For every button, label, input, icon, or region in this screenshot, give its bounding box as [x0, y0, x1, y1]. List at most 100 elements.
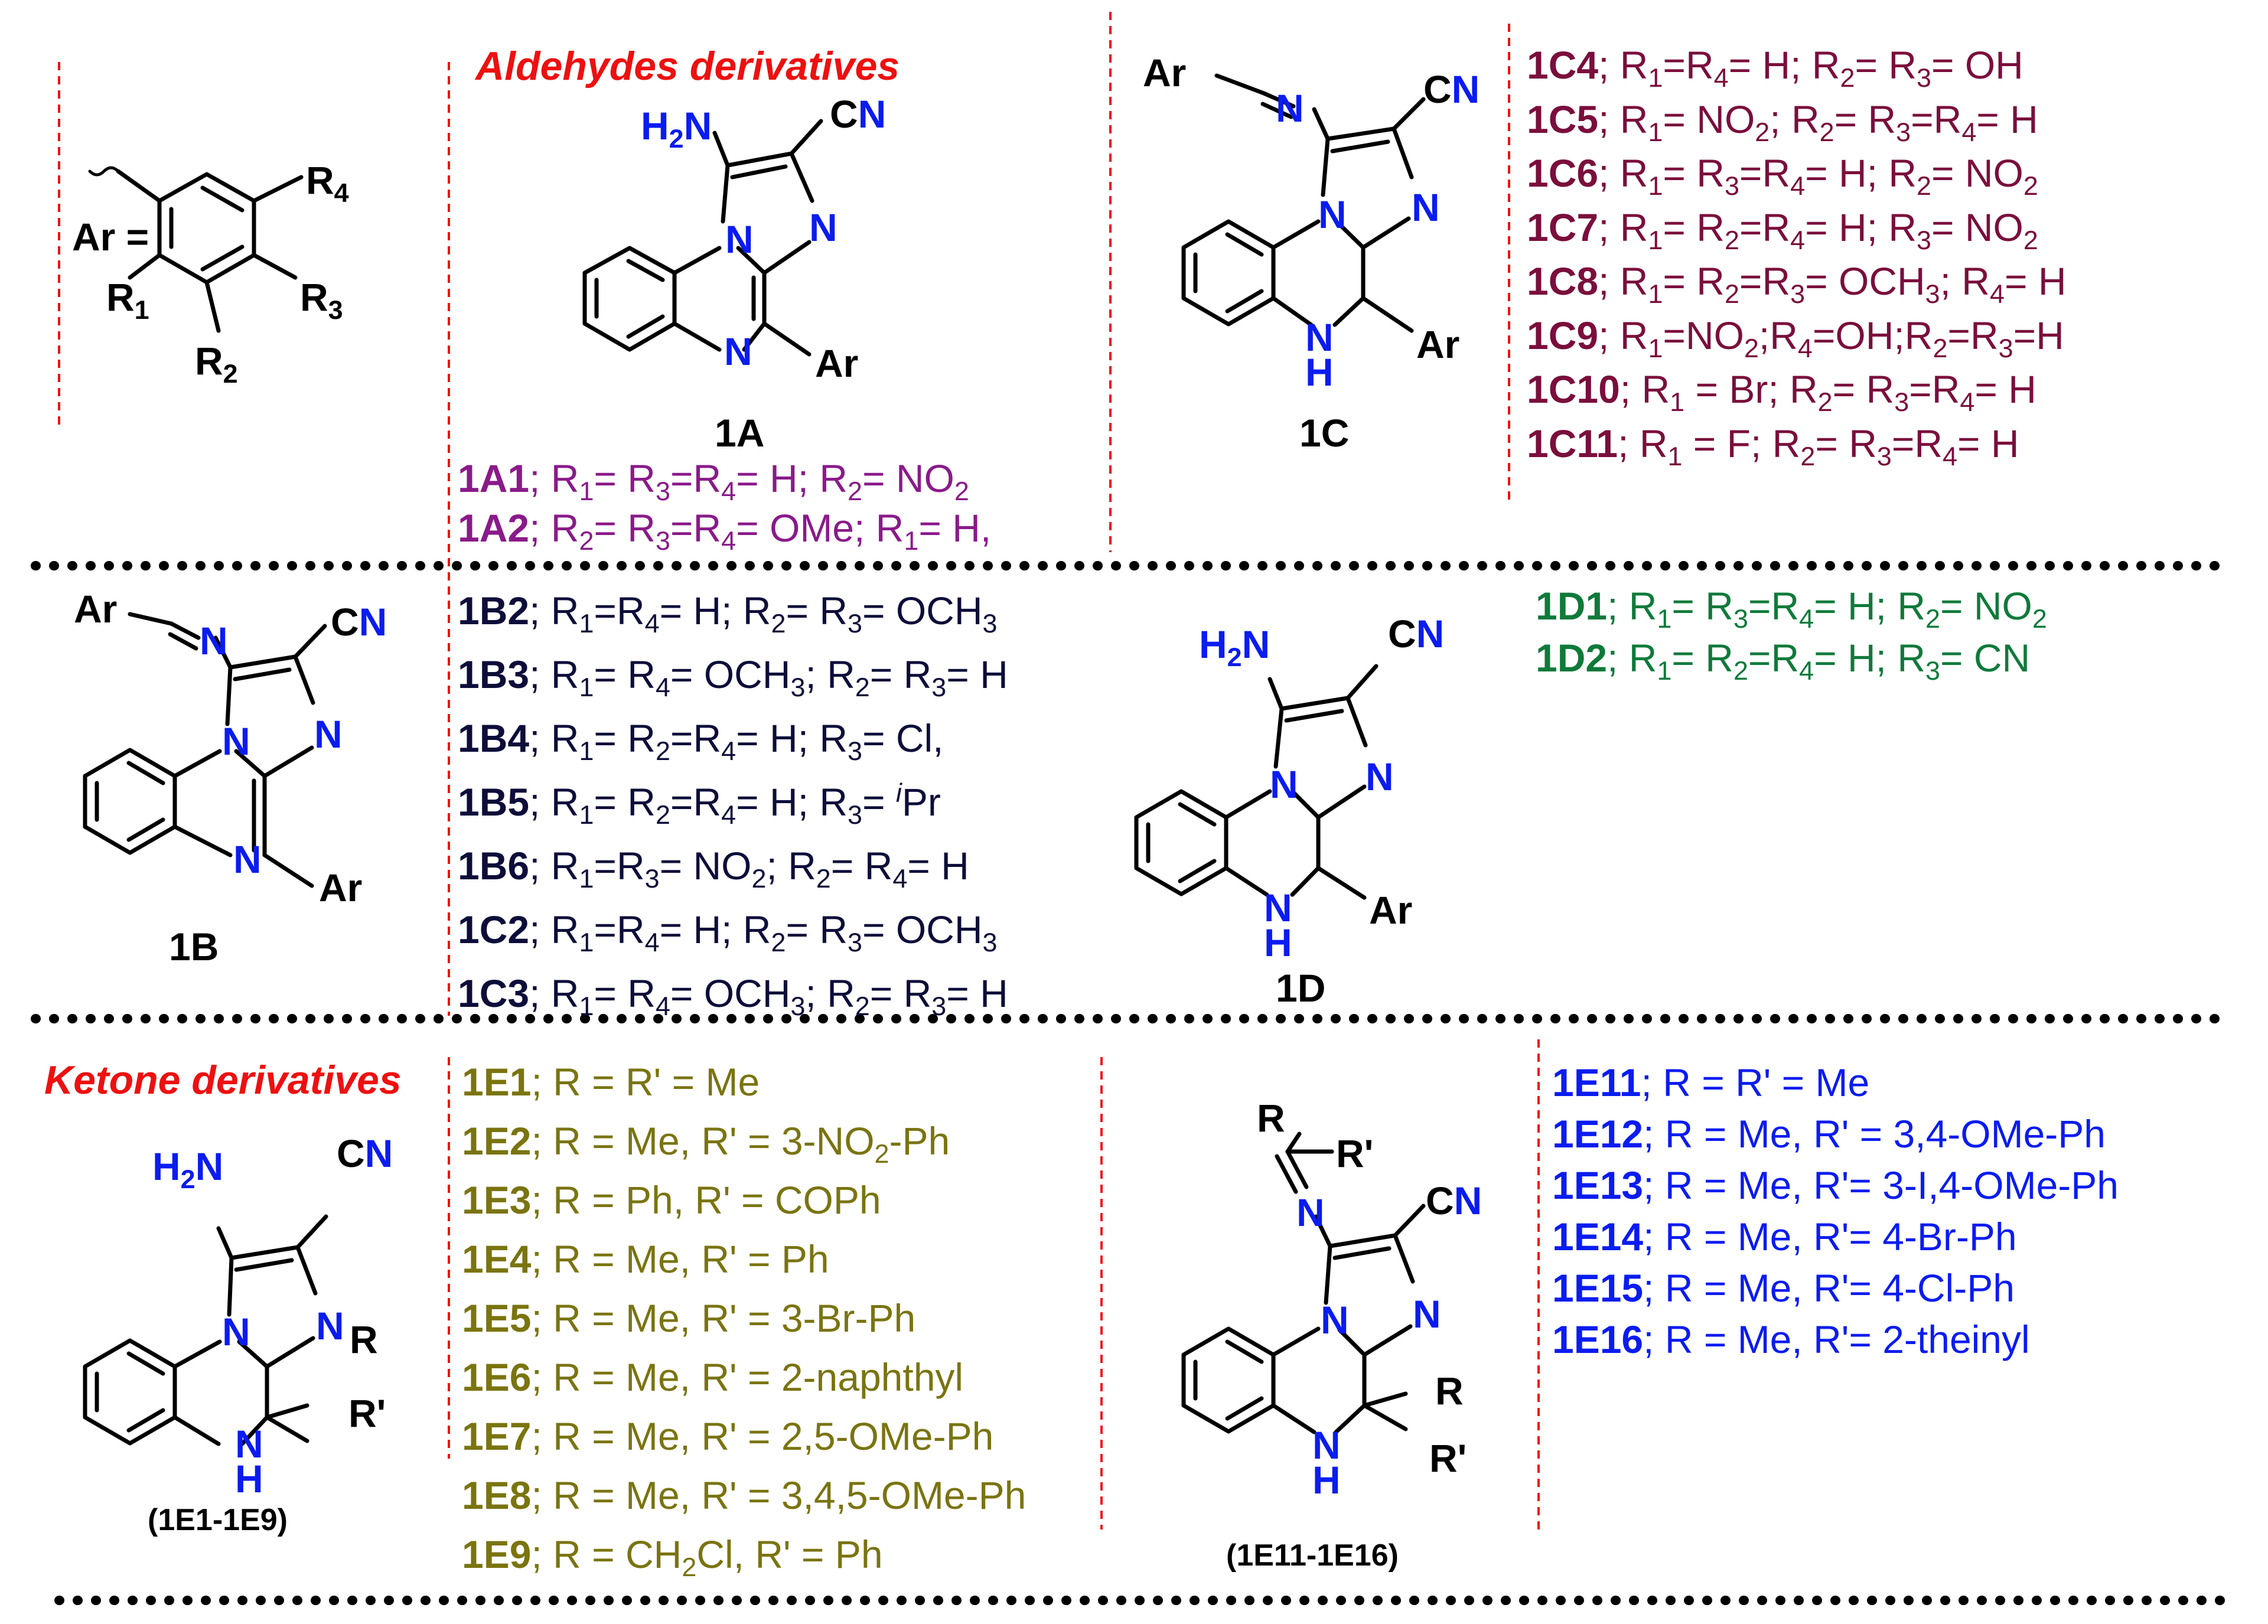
compound-substituents: R1=R4= H; R2= R3= OCH3 [550, 589, 998, 639]
1c-aryl-top: Ar [1143, 51, 1187, 94]
compound-entry: 1D1; R1= R3=R4= H; R2= NO2 [1536, 584, 2047, 634]
compound-id: 1E15 [1552, 1266, 1644, 1310]
compound-id: 1B2 [458, 589, 530, 632]
ar-label: Ar = [72, 215, 149, 259]
compound-substituents: R = Me, R' = 3-Br-Ph [553, 1296, 916, 1340]
structure-1e-second [1181, 1131, 1426, 1434]
compound-id: 1E14 [1552, 1215, 1644, 1258]
compound-entry: 1C3; R1= R4= OCH3; R2= R3= H [458, 971, 1008, 1022]
compound-id: 1E3 [462, 1178, 532, 1222]
compound-entry: 1E7; R = Me, R' = 2,5-OMe-Ph [462, 1414, 994, 1458]
compound-substituents: R1=R4= H; R2= R3= OH [1619, 43, 2023, 93]
1e1-r-label: R [350, 1318, 378, 1361]
1a-nitrile-label: CN [830, 92, 887, 136]
compound-id: 1C8 [1527, 259, 1599, 303]
compound-entry: 1B2; R1=R4= H; R2= R3= OCH3 [458, 589, 998, 639]
compound-substituents: R = Me, R' = Ph [553, 1237, 829, 1281]
compound-id: 1E9 [462, 1532, 532, 1576]
dividers [31, 12, 2225, 1605]
compound-substituents: R1= NO2; R2= R3=R4= H [1619, 97, 2038, 147]
compound-substituents: R1 = F; R2= R3=R4= H [1639, 421, 2019, 471]
compound-entry: 1C4; R1=R4= H; R2= R3= OH [1527, 43, 2023, 93]
compound-substituents: R1= R2=R3= OCH3; R4= H [1619, 259, 2067, 309]
compound-entry: 1E6; R = Me, R' = 2-naphthyl [462, 1355, 964, 1399]
compound-entry: 1C7; R1= R2=R4= H; R3= NO2 [1527, 205, 2038, 255]
compound-substituents: R = Me, R'= 4-Br-Ph [1664, 1215, 2017, 1258]
compound-substituents: R = CH2Cl, R' = Ph [553, 1532, 883, 1583]
compound-id: 1C6 [1527, 151, 1599, 195]
compound-substituents: R = Ph, R' = COPh [553, 1178, 881, 1222]
compound-id: 1A1 [458, 456, 530, 500]
compound-id: 1C3 [458, 971, 530, 1015]
compound-substituents: R = Me, R'= 2-theinyl [1664, 1318, 2030, 1361]
structure-1e-first [83, 1214, 328, 1446]
compound-id: 1E8 [462, 1473, 532, 1517]
1b-bridge-n: N [222, 719, 250, 763]
compound-entry: 1E15; R = Me, R'= 4-Cl-Ph [1552, 1266, 2015, 1310]
1d-imidazole-n: N [1366, 755, 1394, 798]
compound-entry: 1E12; R = Me, R' = 3,4-OMe-Ph [1552, 1112, 2106, 1156]
compound-entry: 1C5; R1= NO2; R2= R3=R4= H [1527, 97, 2038, 147]
compound-id: 1D1 [1536, 584, 1608, 628]
structure-1c [1181, 73, 1426, 333]
caption-1c: 1C [1299, 411, 1350, 455]
compound-id: 1E7 [462, 1414, 532, 1458]
1e2-imine-n: N [1296, 1191, 1325, 1234]
compound-entry: 1D2; R1= R2=R4= H; R3= CN [1536, 636, 2031, 686]
compound-substituents: R2= R3=R4= OMe; R1= H, [550, 506, 992, 556]
compound-id: 1C9 [1527, 313, 1599, 357]
1b-aryl-label: Ar [319, 866, 363, 909]
compound-substituents: R1= R3=R4= H; R2= NO2 [550, 456, 969, 507]
r4-label: R4 [306, 158, 349, 208]
1d-bridge-n: N [1270, 762, 1298, 806]
1e2-nitrile-label: CN [1426, 1179, 1482, 1222]
1a-ring-n: N [724, 330, 752, 373]
1e1-bridge-n: N [222, 1310, 250, 1354]
structure-1b [83, 612, 327, 888]
r1-label: R1 [106, 275, 149, 325]
1c-nitrile-label: CN [1423, 67, 1480, 111]
compound-id: 1B5 [458, 780, 530, 824]
compound-substituents: R1= R2=R4= H; R3= iPr [550, 778, 941, 830]
ketones-title: Ketone derivatives [44, 1058, 402, 1103]
1a-imidazole-n: N [809, 206, 838, 249]
1d-amino-label: H2N [1199, 622, 1270, 673]
compound-id: 1E1 [462, 1060, 532, 1104]
compound-entry: 1A2; R2= R3=R4= OMe; R1= H, [458, 506, 992, 556]
compound-id: 1C7 [1527, 205, 1599, 249]
compound-entry: 1C8; R1= R2=R3= OCH3; R4= H [1527, 259, 2067, 309]
1c-aryl-label: Ar [1416, 322, 1460, 366]
compound-entry: 1C6; R1= R3=R4= H; R2= NO2 [1527, 151, 2038, 201]
caption-1a: 1A [715, 411, 765, 455]
compound-substituents: R1= R3=R4= H; R2= NO2 [1619, 151, 2038, 201]
compound-entry: 1C9; R1=NO2;R4=OH;R2=R3=H [1527, 313, 2064, 363]
compound-substituents: R1= R2=R4= H; R3= NO2 [1619, 205, 2038, 255]
compound-entry: 1B3; R1= R4= OCH3; R2= R3= H [458, 653, 1008, 703]
compound-entry: 1C2; R1=R4= H; R2= R3= OCH3 [458, 908, 998, 958]
compound-entry: 1E13; R = Me, R'= 3-I,4-OMe-Ph [1552, 1163, 2119, 1207]
compound-substituents: R = Me, R' = 3,4,5-OMe-Ph [553, 1473, 1027, 1517]
1a-bridge-n: N [725, 217, 754, 261]
compound-substituents: R1 = Br; R2= R3=R4= H [1641, 367, 2036, 418]
1c-imidazole-n: N [1412, 185, 1440, 229]
compound-entry: 1B5; R1= R2=R4= H; R3= iPr [458, 778, 941, 830]
compound-substituents: R1=R3= NO2; R2= R4= H [550, 844, 969, 894]
compound-entry: 1C10; R1 = Br; R2= R3=R4= H [1527, 367, 2036, 418]
compound-id: 1B6 [458, 844, 530, 888]
compound-entry: 1E5; R = Me, R' = 3-Br-Ph [462, 1296, 916, 1340]
compound-substituents: R = Me, R'= 4-Cl-Ph [1664, 1266, 2015, 1310]
compound-substituents: R = Me, R' = 2-naphthyl [553, 1355, 964, 1399]
compound-entry: 1E3; R = Ph, R' = COPh [462, 1178, 881, 1222]
compound-substituents: R = Me, R' = 3-NO2-Ph [553, 1119, 950, 1169]
compound-substituents: R = R' = Me [553, 1060, 760, 1104]
compound-entry: 1E1; R = R' = Me [462, 1060, 760, 1104]
caption-1d: 1D [1276, 966, 1326, 1010]
compound-id: 1C5 [1527, 97, 1599, 141]
compound-substituents: R1=NO2;R4=OH;R2=R3=H [1619, 313, 2064, 363]
1d-nitrile-label: CN [1388, 612, 1445, 656]
compound-substituents: R = Me, R' = 3,4-OMe-Ph [1664, 1112, 2106, 1156]
compound-entry: 1E9; R = CH2Cl, R' = Ph [462, 1532, 883, 1583]
compound-id: 1E5 [462, 1296, 532, 1340]
